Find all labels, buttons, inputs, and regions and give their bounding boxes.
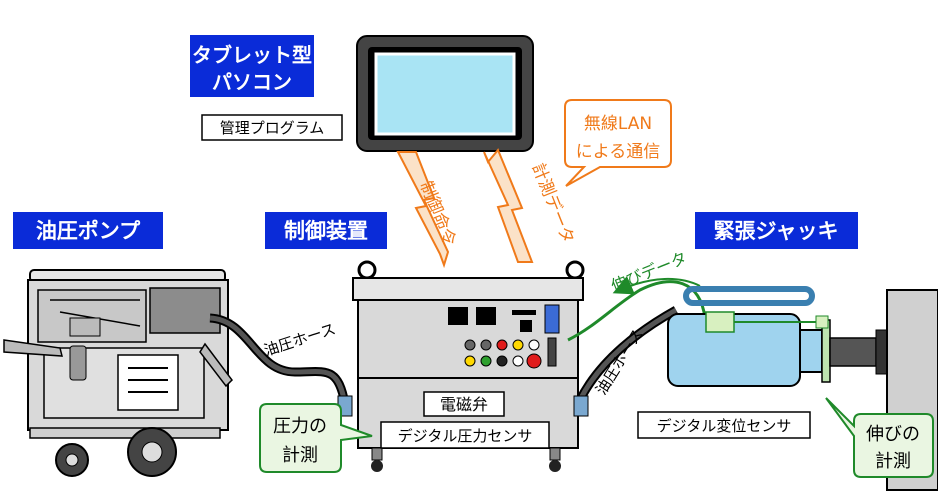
digital-displacement-sensor-text: デジタル変位センサ (657, 417, 792, 435)
heading-tablet-line1: タブレット型 (192, 43, 312, 67)
measurement-data-label: 計測データ (527, 160, 578, 247)
management-program-label: 管理プログラム (201, 114, 343, 141)
wireless-callout-line1: 無線LAN (584, 114, 652, 134)
pressure-callout-line1: 圧力の (273, 416, 327, 437)
tensioning-jack-icon (667, 286, 889, 387)
elongation-callout-line2: 計測 (875, 451, 911, 472)
elongation-callout-line1: 伸びの (866, 424, 920, 445)
heading-pump-text: 油圧ポンプ (36, 219, 141, 243)
pressure-callout: 圧力の 計測 (259, 403, 373, 473)
hydraulic-pump-icon (3, 269, 233, 477)
solenoid-valve-text: 電磁弁 (440, 395, 488, 414)
control-unit-icon (352, 260, 585, 472)
wireless-callout-line2: による通信 (576, 142, 661, 162)
digital-pressure-sensor-text: デジタル圧力センサ (398, 427, 533, 445)
elongation-data-arrow (612, 276, 701, 295)
solenoid-valve-label: 電磁弁 (423, 391, 505, 417)
heading-pump: 油圧ポンプ (13, 212, 163, 249)
heading-controller: 制御装置 (265, 212, 387, 249)
control-command-arrow (396, 151, 450, 269)
elongation-data-label: 伸びデータ (608, 248, 689, 296)
hose-right-label: 油圧ホース (592, 326, 647, 399)
hose-left-label: 油圧ホース (262, 320, 338, 360)
elongation-data-line (567, 280, 707, 342)
digital-pressure-sensor-label: デジタル圧力センサ (380, 421, 550, 449)
heading-controller-text: 制御装置 (284, 219, 368, 243)
heading-tablet: タブレット型 パソコン (190, 35, 314, 97)
elongation-callout: 伸びの 計測 (825, 397, 934, 478)
measurement-data-arrow (483, 148, 534, 263)
tablet-computer-icon (356, 35, 534, 152)
heading-jack-text: 緊張ジャッキ (714, 219, 839, 243)
heading-tablet-line2: パソコン (212, 70, 292, 94)
pressure-callout-line2: 計測 (282, 445, 318, 466)
digital-displacement-sensor-label: デジタル変位センサ (637, 411, 811, 439)
wireless-callout: 無線LAN による通信 (564, 99, 672, 187)
management-program-text: 管理プログラム (220, 119, 325, 137)
heading-jack: 緊張ジャッキ (695, 212, 858, 249)
